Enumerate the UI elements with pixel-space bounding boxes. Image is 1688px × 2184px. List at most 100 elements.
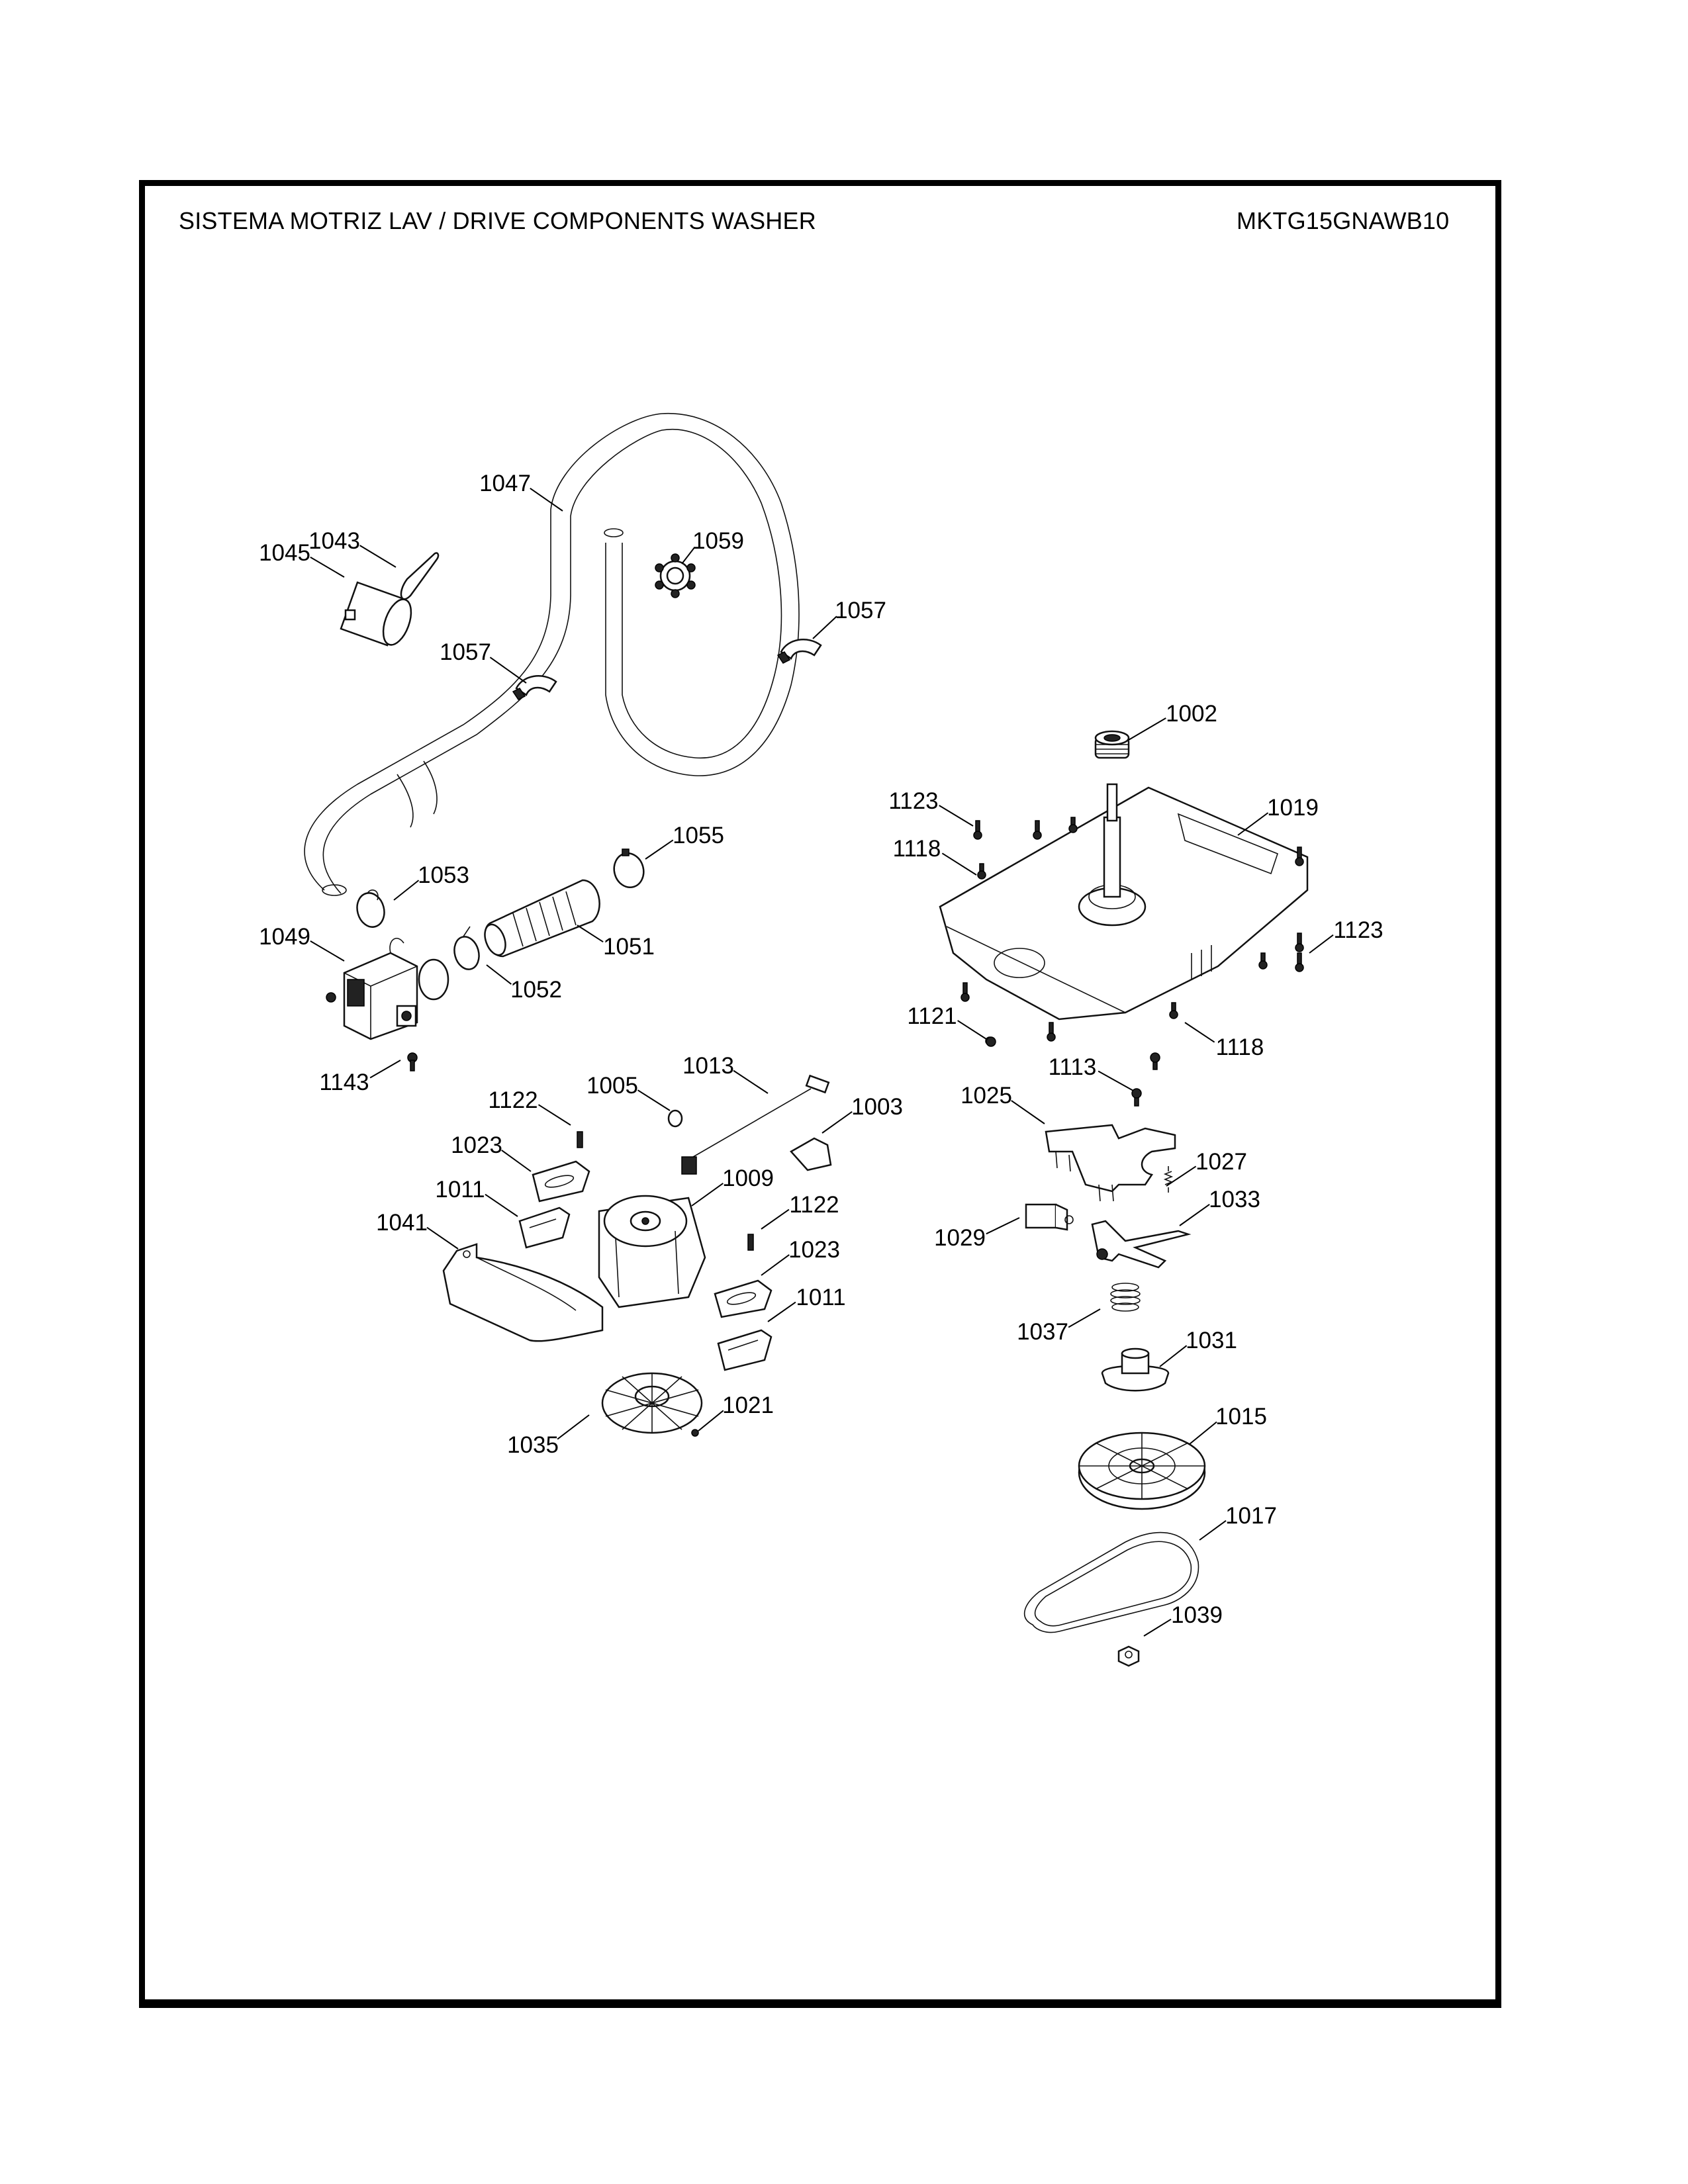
leader-line-bellows-hose xyxy=(577,925,604,943)
leader-line-capacitor xyxy=(310,556,345,578)
leader-line-pulley xyxy=(1189,1421,1217,1445)
motor-pad-a xyxy=(532,1160,590,1203)
leader-line-hose-clip-right xyxy=(812,615,837,639)
leader-line-clutch-coupling xyxy=(1159,1345,1188,1367)
callout-label-screw-top-left: 1123 xyxy=(888,788,938,814)
leader-line-bolt xyxy=(1098,1070,1134,1091)
clutch-coupling xyxy=(1101,1347,1170,1392)
motor-mount-b xyxy=(717,1329,773,1371)
leader-line-clutch-fork xyxy=(1179,1204,1210,1226)
diagram-frame xyxy=(139,180,1501,2008)
leader-line-screw-left xyxy=(941,852,977,876)
callout-label-drive-belt: 1017 xyxy=(1225,1503,1277,1529)
callout-label-clutch-spring: 1037 xyxy=(1017,1319,1068,1345)
callout-label-hose-holder: 1059 xyxy=(692,528,744,554)
callout-label-pulley-nut: 1039 xyxy=(1171,1602,1223,1628)
callout-label-seal: 1002 xyxy=(1166,701,1217,727)
hose-clamp-large xyxy=(613,848,645,889)
hose-clamp-spring xyxy=(356,889,385,928)
transmission-mount-plate xyxy=(939,783,1309,1021)
pulley xyxy=(1078,1432,1206,1510)
callout-label-motor-screw-a: 1122 xyxy=(488,1087,538,1113)
leader-line-motor-pad-b xyxy=(761,1254,790,1276)
leader-line-motor-fan xyxy=(557,1414,590,1440)
leader-line-capacitor-strap xyxy=(359,545,397,568)
callout-label-hose-clamp-small: 1052 xyxy=(510,977,562,1003)
callout-label-clutch-fork: 1033 xyxy=(1209,1187,1260,1212)
leader-line-screw-top-left xyxy=(939,805,974,827)
clutch-fork xyxy=(1091,1220,1192,1269)
leader-line-spring xyxy=(1166,1165,1197,1187)
drain-hose xyxy=(304,412,800,896)
motor xyxy=(598,1195,706,1308)
callout-label-nut-small: 1021 xyxy=(722,1392,774,1418)
callout-label-spring: 1027 xyxy=(1196,1149,1247,1175)
capacitor-strap xyxy=(400,552,440,600)
leader-line-hose-clip-left xyxy=(489,657,527,684)
leader-line-screw-bottom-right xyxy=(1184,1022,1215,1043)
callout-label-pulley: 1015 xyxy=(1215,1404,1267,1430)
callout-label-hose-clamp-spring: 1053 xyxy=(418,862,469,888)
callout-label-bolt: 1113 xyxy=(1049,1054,1097,1080)
bracket xyxy=(790,1137,832,1171)
callout-label-motor-mount-a: 1011 xyxy=(435,1177,485,1203)
leader-line-hose-clamp-spring xyxy=(393,880,420,901)
callout-label-capacitor: 1045 xyxy=(259,540,310,566)
callout-label-pump-screw: 1143 xyxy=(319,1069,369,1095)
leader-line-actuator-motor xyxy=(986,1217,1020,1235)
callout-label-motor-screw-b: 1122 xyxy=(789,1192,839,1218)
leader-line-nut-small xyxy=(698,1410,724,1432)
callout-label-screw-right: 1123 xyxy=(1333,917,1383,943)
screw-small xyxy=(986,1036,996,1047)
spring xyxy=(1163,1166,1174,1193)
callout-label-screw-bottom-right: 1118 xyxy=(1216,1034,1264,1060)
wire-clip xyxy=(667,1109,683,1128)
motor-pad-b xyxy=(714,1279,773,1318)
leader-line-drive-belt xyxy=(1199,1520,1227,1541)
leader-line-motor-pad-a xyxy=(501,1150,532,1172)
pump-screw xyxy=(407,1052,418,1071)
callout-label-clutch-coupling: 1031 xyxy=(1186,1328,1237,1353)
clutch-actuator xyxy=(1045,1124,1176,1202)
leader-line-hose-clamp-large xyxy=(645,839,674,860)
actuator-motor xyxy=(1025,1203,1074,1231)
leader-line-motor-cover xyxy=(426,1226,459,1250)
leader-line-clutch-actuator xyxy=(1011,1100,1045,1124)
hose-clip-left xyxy=(512,675,557,700)
callout-label-motor-fan: 1035 xyxy=(507,1432,559,1458)
leader-line-wire-clip xyxy=(637,1089,671,1111)
motor-screw-a xyxy=(577,1131,583,1148)
leader-line-hose-holder xyxy=(681,547,696,565)
leader-line-pump-screw xyxy=(369,1060,401,1079)
leader-line-motor-mount-a xyxy=(485,1193,518,1217)
leader-line-drain-pump xyxy=(310,940,345,962)
callout-label-hose-clip-right: 1057 xyxy=(835,598,886,623)
clutch-spring xyxy=(1110,1283,1141,1312)
leader-line-motor xyxy=(691,1183,724,1206)
leader-line-motor-screw-b xyxy=(761,1208,790,1230)
callout-label-actuator-motor: 1029 xyxy=(934,1225,986,1251)
seal xyxy=(1094,730,1130,759)
hose-clamp-small xyxy=(453,926,480,970)
callout-label-bracket: 1003 xyxy=(851,1094,903,1120)
callout-label-clutch-actuator: 1025 xyxy=(961,1083,1012,1109)
callout-label-motor-cover: 1041 xyxy=(376,1210,428,1236)
leader-line-screw-small xyxy=(957,1020,987,1040)
leader-line-transmission-mount-plate xyxy=(1237,812,1269,836)
callout-label-wire-clip: 1005 xyxy=(586,1073,638,1099)
motor-cover xyxy=(442,1243,604,1342)
model-number: MKTG15GNAWB10 xyxy=(1237,207,1450,234)
wire-harness xyxy=(681,1074,830,1175)
diagram-title: SISTEMA MOTRIZ LAV / DRIVE COMPONENTS WA… xyxy=(179,207,816,234)
callout-label-capacitor-strap: 1043 xyxy=(308,528,360,554)
leader-line-wire-harness xyxy=(733,1069,769,1094)
callout-label-motor-pad-a: 1023 xyxy=(451,1132,502,1158)
drain-pump xyxy=(326,938,449,1040)
callout-label-screw-small: 1121 xyxy=(907,1003,957,1029)
leader-line-motor-mount-b xyxy=(767,1301,796,1322)
drive-belt xyxy=(1023,1531,1199,1633)
pulley-nut xyxy=(1117,1645,1140,1667)
callout-label-motor: 1009 xyxy=(722,1165,774,1191)
